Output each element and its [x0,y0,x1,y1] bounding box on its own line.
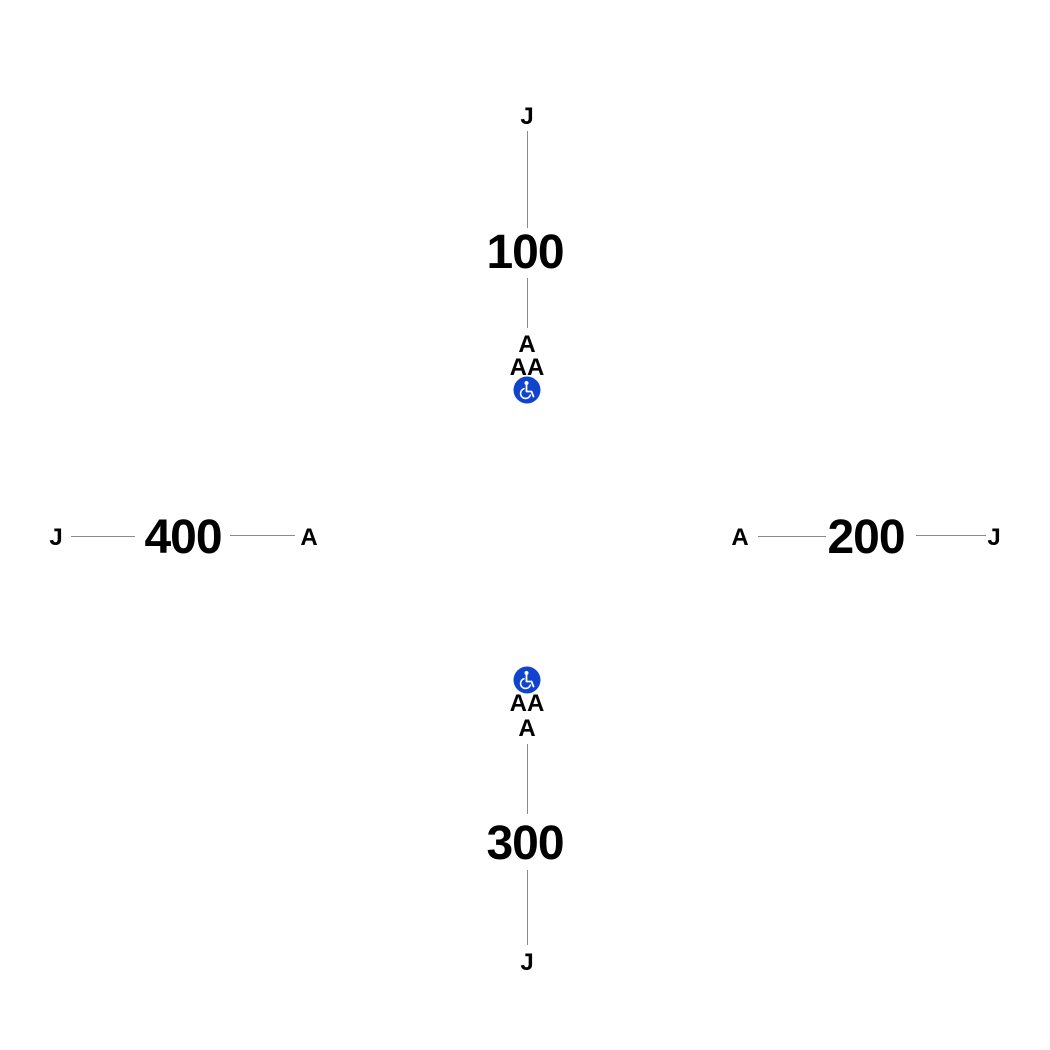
wheelchair-icon [513,666,541,694]
bottom-number-label: 300 [486,817,564,870]
bottom-lower-connector [527,870,528,945]
top-end-label: J [520,103,534,130]
wheelchair-icon [513,376,541,404]
bottom-label-a: A [518,715,536,742]
bottom-end-label: J [520,949,534,976]
left-near-label: A [300,524,318,551]
top-upper-connector [527,131,528,228]
right-near-label: A [731,524,749,551]
right-outer-connector [916,535,986,536]
right-inner-connector [758,536,826,537]
left-number-label: 400 [144,511,222,564]
bottom-upper-connector [527,744,528,814]
left-outer-connector [71,536,135,537]
top-number-label: 100 [486,226,564,279]
bottom-label-aa: AA [509,690,545,717]
right-number-label: 200 [827,511,905,564]
top-label-aa: AA [509,354,545,381]
top-label-a: A [518,331,536,358]
left-end-label: J [49,524,63,551]
left-inner-connector [230,535,295,536]
top-lower-connector [527,278,528,328]
right-end-label: J [987,524,1001,551]
